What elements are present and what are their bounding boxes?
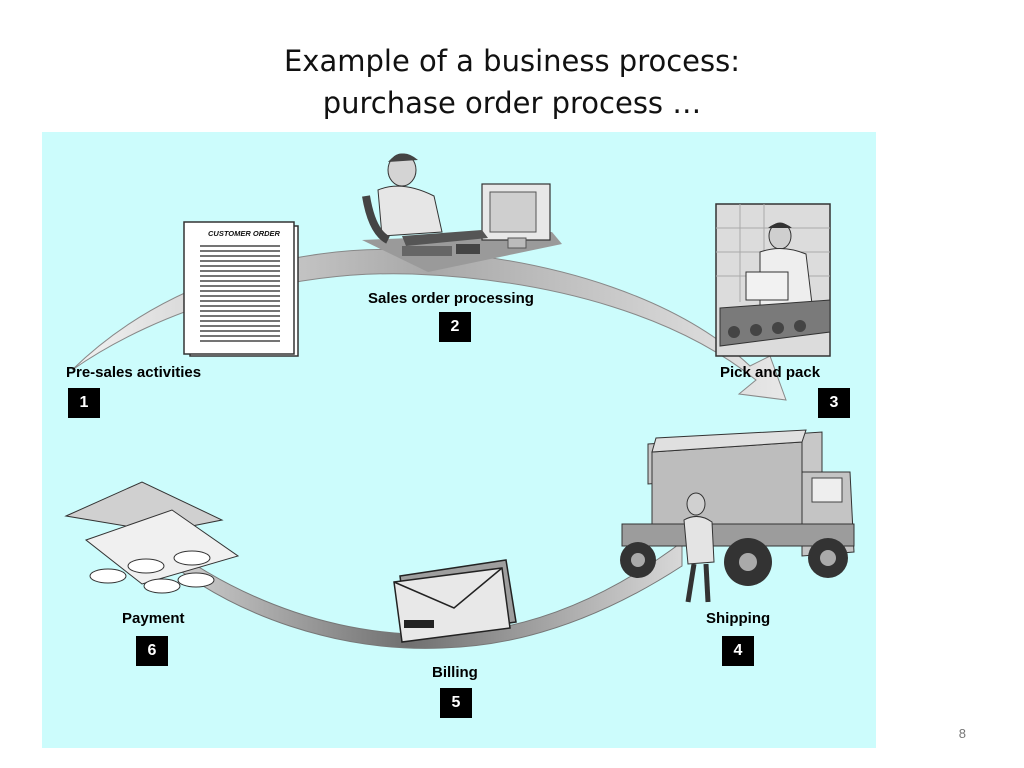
step-number-1: 1 [68, 388, 100, 418]
process-diagram: CUSTOMER ORDER Sales order processing 2 … [42, 132, 876, 748]
step-label-sales-order-processing: Sales order processing [368, 290, 534, 307]
step-number-4: 4 [722, 636, 754, 666]
step-number-3: 3 [818, 388, 850, 418]
page-number: 8 [958, 726, 966, 741]
billing-envelope-illustration [393, 559, 517, 643]
warehouse-worker-illustration [715, 203, 831, 357]
step-number-5: 5 [440, 688, 472, 718]
title-line-1: Example of a business process: [283, 44, 740, 78]
payment-money-illustration [64, 481, 240, 594]
step-number-2: 2 [439, 312, 471, 342]
step-number-6: 6 [136, 636, 168, 666]
title-line-2: purchase order process … [322, 86, 702, 120]
step-label-pre-sales-activities: Pre-sales activities [66, 364, 202, 381]
step-label-shipping: Shipping [706, 610, 771, 627]
step-label-pick-and-pack: Pick and pack [720, 364, 821, 381]
process-cycle-artwork [64, 153, 855, 649]
step-label-payment: Payment [122, 610, 185, 627]
step-label-billing: Billing [432, 664, 478, 681]
clerk-at-computer-illustration [362, 153, 562, 272]
customer-order-heading: CUSTOMER ORDER [208, 229, 280, 238]
delivery-truck-illustration [620, 429, 855, 603]
customer-order-document [183, 221, 299, 357]
slide-title: Example of a business process: purchase … [0, 40, 1024, 124]
